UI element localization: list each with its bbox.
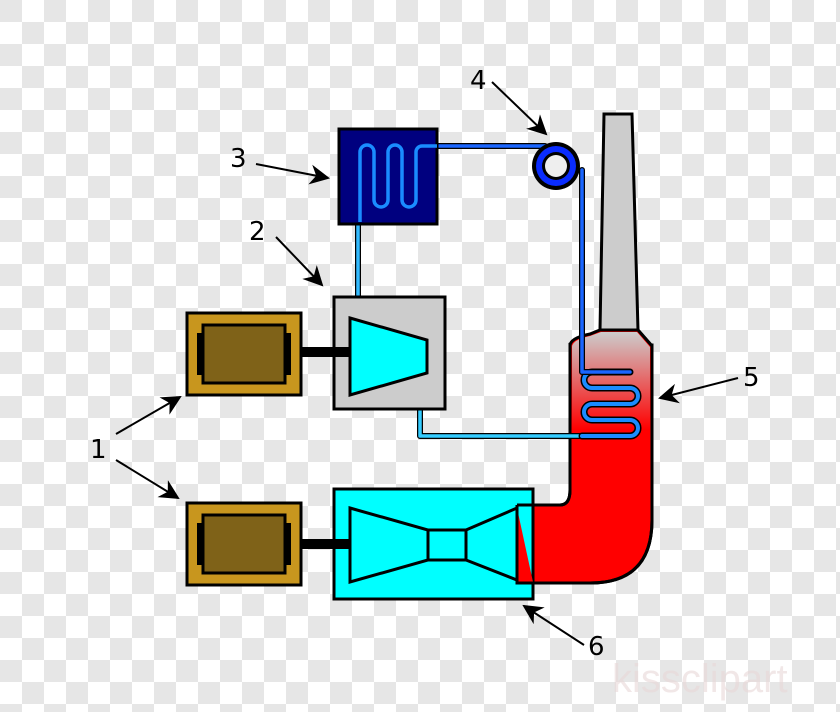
condenser	[337, 127, 439, 226]
shaft-bottom	[298, 539, 350, 549]
steam-turbine	[332, 295, 447, 411]
watermark: kissclipart	[612, 657, 788, 701]
shaft-top	[298, 347, 350, 357]
generator-bottom	[185, 501, 303, 587]
label-6-gas-turbine: 6	[588, 632, 605, 662]
callout-arrows	[115, 81, 739, 646]
label-3-condenser: 3	[230, 144, 247, 174]
hrsg-elbow-edge	[515, 440, 654, 585]
generator-top	[185, 311, 303, 397]
gas-turbine	[332, 487, 535, 601]
condenser-coil	[358, 143, 437, 222]
label-5-hrsg: 5	[743, 363, 760, 393]
pump	[532, 142, 580, 190]
label-2-steam-turbine: 2	[249, 217, 266, 247]
label-1-generators: 1	[90, 435, 107, 465]
label-4-pump: 4	[470, 66, 487, 96]
